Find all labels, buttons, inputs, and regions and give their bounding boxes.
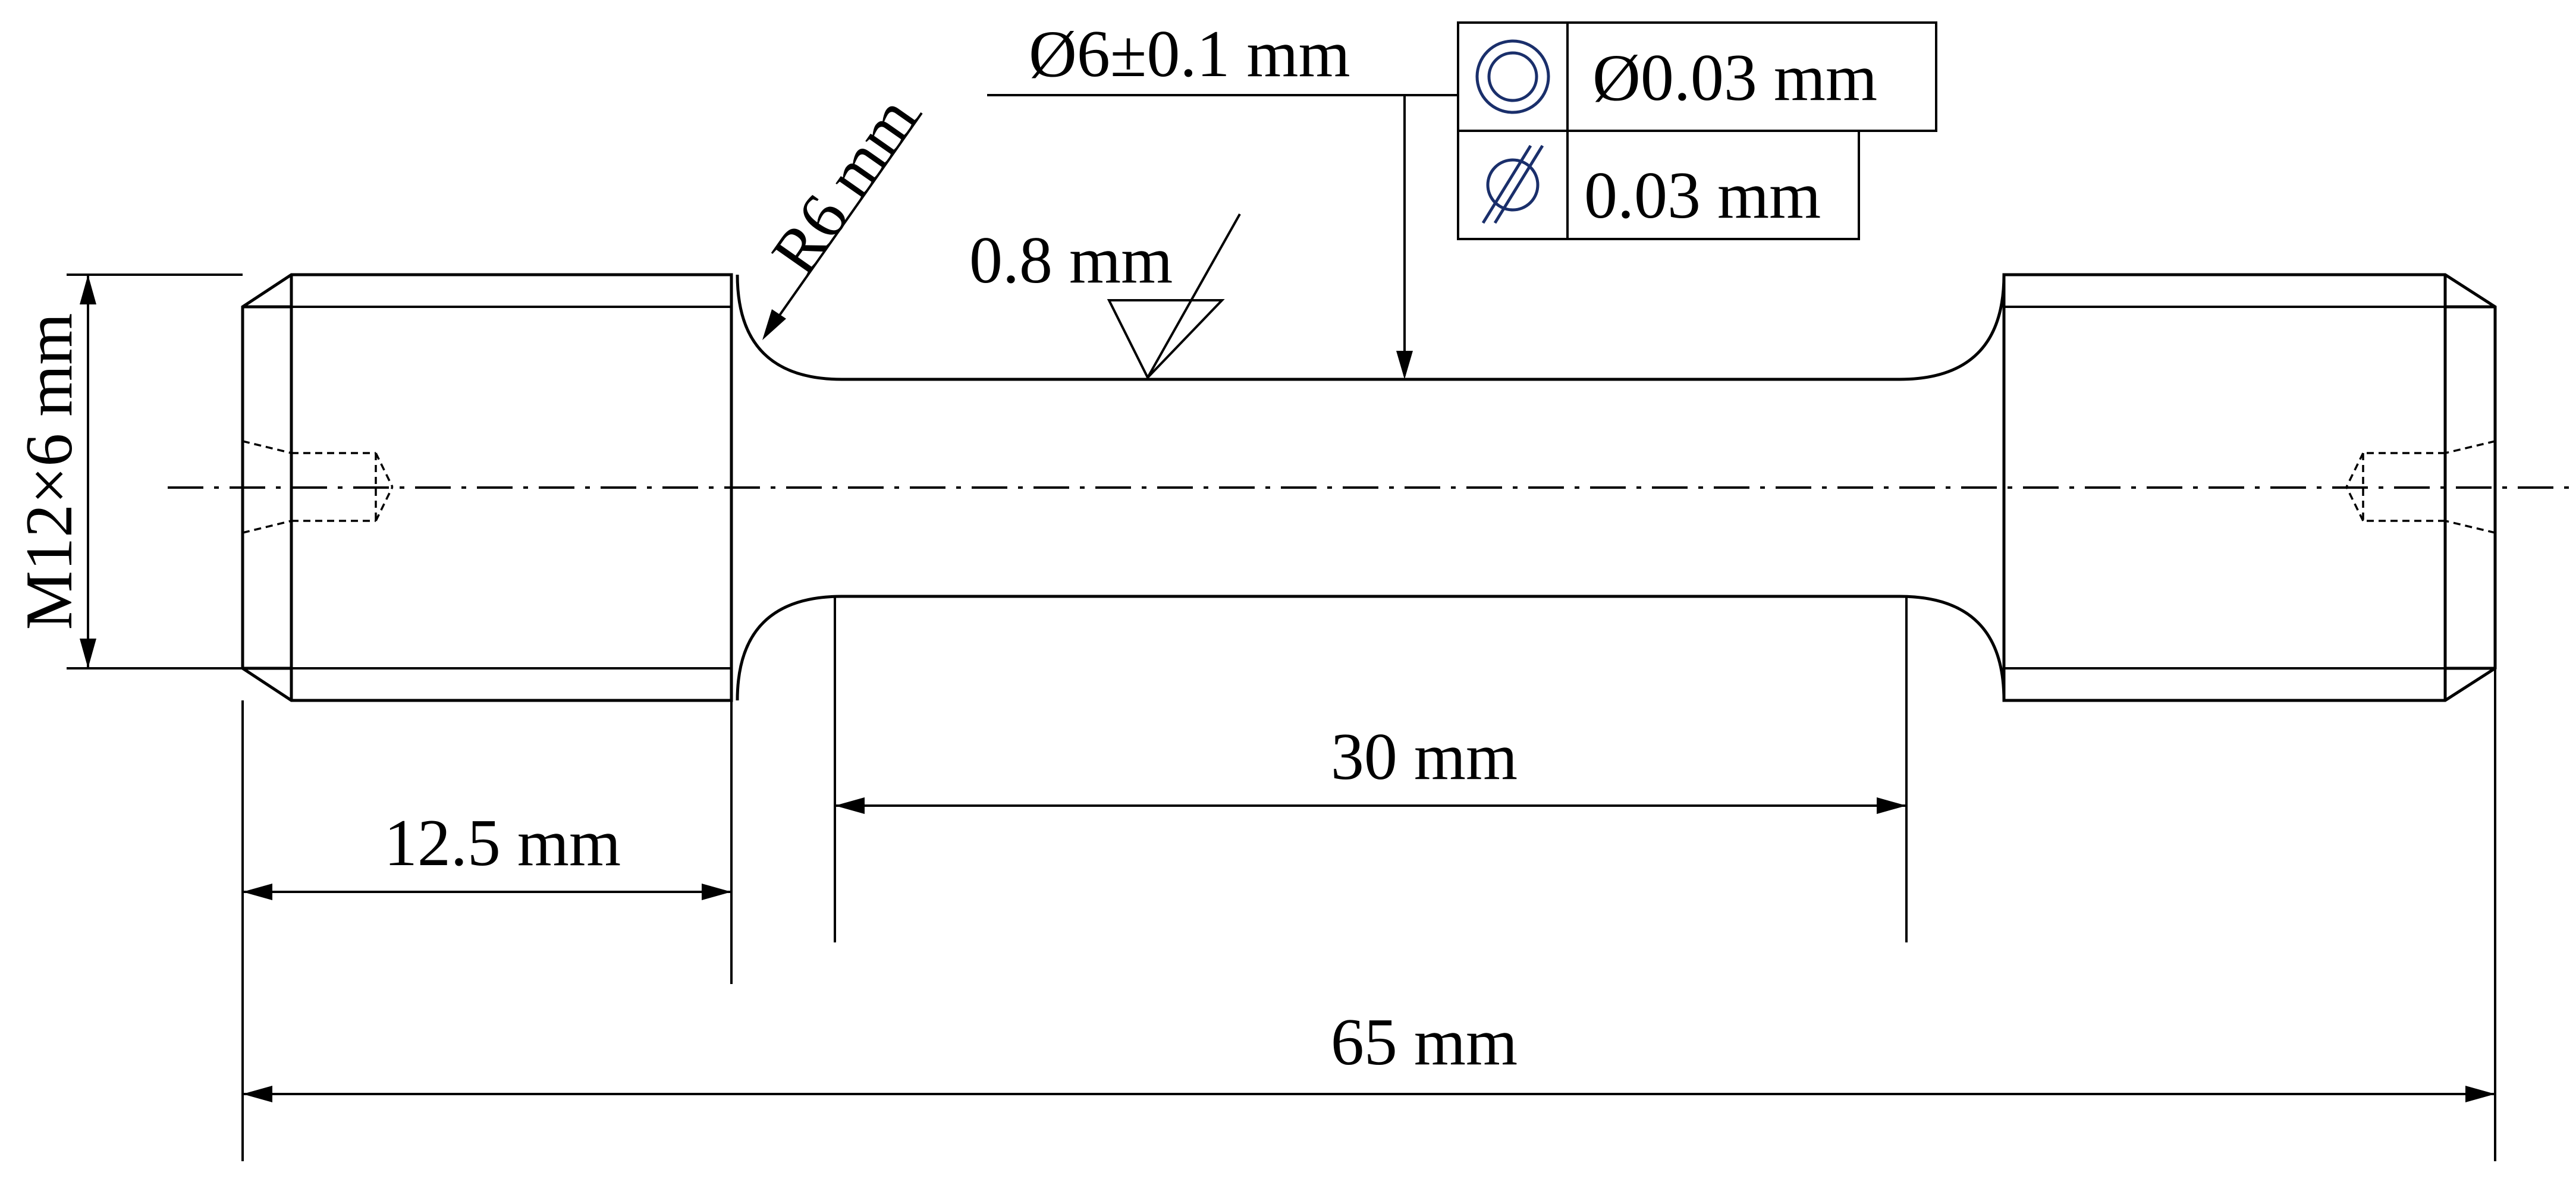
cylindricity-icon xyxy=(1481,144,1544,224)
overall-length-label: 65 mm xyxy=(1331,1005,1518,1079)
gauge-length-label: 30 mm xyxy=(1331,720,1518,794)
diameter-callout: Ø6±0.1 mm xyxy=(987,17,1458,379)
thread-length-dimension: 12.5 mm xyxy=(241,700,733,1161)
concentricity-value: Ø0.03 mm xyxy=(1592,41,1877,115)
surface-roughness-symbol: 0.8 mm xyxy=(969,213,1241,380)
fillet-radius-callout: R6 mm xyxy=(758,83,932,340)
gauge-length-dimension: 30 mm xyxy=(834,596,1908,942)
thread-dimension: M12×6 mm xyxy=(12,274,243,669)
concentricity-icon xyxy=(1475,39,1550,114)
right-center-hole xyxy=(2345,440,2496,534)
diameter-label: Ø6±0.1 mm xyxy=(1029,17,1350,91)
thread-length-label: 12.5 mm xyxy=(384,806,621,880)
left-center-hole xyxy=(242,440,394,534)
overall-length-dimension: 65 mm xyxy=(243,668,2496,1161)
roughness-label: 0.8 mm xyxy=(969,224,1173,297)
fillet-radius-label: R6 mm xyxy=(758,83,932,288)
gauge-section xyxy=(736,274,2006,701)
thread-label: M12×6 mm xyxy=(12,313,86,630)
tolerance-frame: Ø0.03 mm 0.03 mm xyxy=(1457,21,1937,240)
left-threaded-end xyxy=(241,273,733,702)
cylindricity-value: 0.03 mm xyxy=(1584,159,1821,232)
